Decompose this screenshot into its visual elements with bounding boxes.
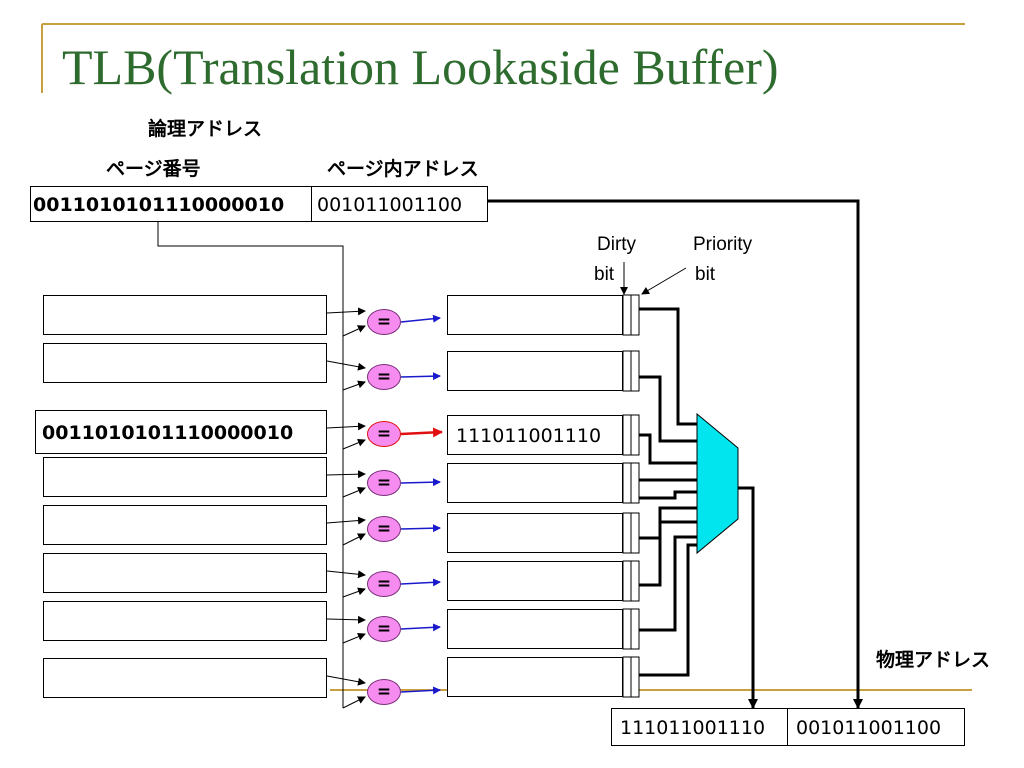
tlb-data-entry-1 bbox=[447, 351, 623, 391]
physical-frame-number-box: 111011001110 bbox=[611, 708, 788, 746]
comparator-2-hit: = bbox=[367, 421, 401, 447]
logical-page-number-value: 0011010101110000010 bbox=[33, 194, 285, 216]
comparator-7: = bbox=[367, 679, 401, 705]
tlb-data-entry-0 bbox=[447, 295, 623, 335]
tlb-tag-entry-5 bbox=[43, 553, 327, 593]
tlb-tag-entry-7 bbox=[43, 658, 327, 698]
tlb-data-entry-3 bbox=[447, 463, 623, 503]
tlb-tag-entry-3 bbox=[43, 457, 327, 497]
physical-page-offset-value: 001011001100 bbox=[796, 717, 942, 739]
comparator-4: = bbox=[367, 516, 401, 542]
physical-address-label: 物理アドレス bbox=[876, 649, 991, 671]
comparator-6: = bbox=[367, 616, 401, 642]
logical-page-offset-box: 001011001100 bbox=[311, 186, 488, 222]
dirty-label-line2: bit bbox=[594, 264, 615, 285]
tlb-data-entry-6 bbox=[447, 609, 623, 649]
multiplexer bbox=[696, 412, 739, 555]
priority-label-line1: Priority bbox=[693, 234, 753, 255]
physical-frame-number-value: 111011001110 bbox=[620, 717, 766, 739]
comparator-1: = bbox=[367, 364, 401, 390]
logical-page-offset-value: 001011001100 bbox=[317, 194, 463, 216]
physical-page-offset-box: 001011001100 bbox=[787, 708, 965, 746]
logical-address-label: 論理アドレス bbox=[148, 118, 263, 140]
priority-label-line2: bit bbox=[695, 264, 716, 285]
page-offset-label: ページ内アドレス bbox=[327, 158, 479, 180]
page-number-label: ページ番号 bbox=[106, 158, 201, 180]
tlb-tag-entry-1 bbox=[43, 343, 327, 383]
slide-title: TLB(Translation Lookaside Buffer) bbox=[62, 39, 779, 95]
tlb-data-entry-5 bbox=[447, 561, 623, 601]
tlb-tag-entry-4 bbox=[43, 505, 327, 545]
tlb-data-entry-2: 111011001110 bbox=[447, 415, 623, 455]
comparator-5: = bbox=[367, 571, 401, 597]
tlb-data-entry-7 bbox=[447, 657, 623, 697]
comparator-0: = bbox=[367, 309, 401, 335]
tlb-data-entry-4 bbox=[447, 513, 623, 553]
tlb-tag-entry-6 bbox=[43, 601, 327, 641]
tlb-tag-entry-2: 0011010101110000010 bbox=[35, 410, 327, 454]
tlb-tag-entry-0 bbox=[43, 295, 327, 335]
comparator-3: = bbox=[367, 470, 401, 496]
logical-page-number-box: 0011010101110000010 bbox=[30, 186, 312, 222]
dirty-label-line1: Dirty bbox=[597, 234, 637, 255]
